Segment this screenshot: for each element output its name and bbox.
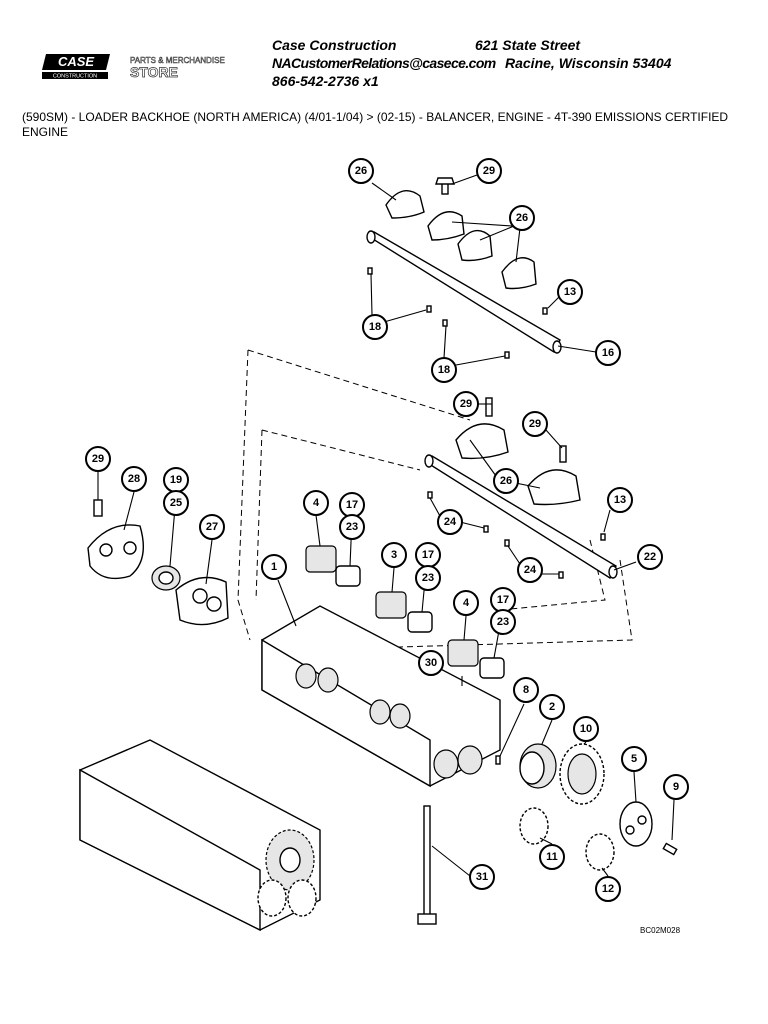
callout-28: 28 — [121, 466, 147, 492]
drawing-code: BC02M028 — [640, 926, 681, 935]
callout-13: 13 — [607, 487, 633, 513]
callout-26: 26 — [509, 205, 535, 231]
svg-text:5: 5 — [631, 753, 637, 765]
svg-text:17: 17 — [346, 499, 358, 511]
callout-29: 29 — [453, 391, 479, 417]
svg-text:9: 9 — [673, 781, 679, 793]
svg-text:29: 29 — [92, 453, 104, 465]
callout-29: 29 — [476, 158, 502, 184]
company-phone: 866-542-2736 x1 — [272, 73, 379, 89]
callout-25: 25 — [163, 490, 189, 516]
svg-text:4: 4 — [463, 597, 470, 609]
callout-17: 17 — [339, 492, 365, 518]
callout-18: 18 — [431, 357, 457, 383]
company-street: 621 State Street — [475, 37, 581, 53]
svg-text:18: 18 — [369, 321, 381, 333]
callout-11: 11 — [539, 844, 565, 870]
svg-text:19: 19 — [170, 474, 182, 486]
leader-lines — [97, 174, 675, 877]
callout-8: 8 — [513, 677, 539, 703]
callout-12: 12 — [595, 876, 621, 902]
svg-text:29: 29 — [529, 418, 541, 430]
callout-23: 23 — [339, 514, 365, 540]
svg-text:27: 27 — [206, 521, 218, 533]
breadcrumb: (590SM) - LOADER BACKHOE (NORTH AMERICA)… — [22, 110, 729, 139]
callout-1: 1 — [261, 554, 287, 580]
callout-2: 2 — [539, 694, 565, 720]
svg-text:24: 24 — [444, 516, 457, 528]
svg-text:4: 4 — [313, 497, 320, 509]
side-plates — [87, 499, 229, 626]
lower-balancer-shaft — [424, 397, 618, 580]
callout-24: 24 — [517, 557, 543, 583]
callout-22: 22 — [637, 544, 663, 570]
svg-text:28: 28 — [128, 473, 140, 485]
svg-text:23: 23 — [497, 616, 509, 628]
svg-text:8: 8 — [523, 684, 529, 696]
parts-merchandise-store-logo: PARTS & MERCHANDISE STORE — [130, 56, 225, 80]
callout-17: 17 — [490, 587, 516, 613]
callout-29: 29 — [85, 446, 111, 472]
svg-text:18: 18 — [438, 364, 450, 376]
callout-18: 18 — [362, 314, 388, 340]
svg-text:1: 1 — [271, 561, 277, 573]
callout-26: 26 — [348, 158, 374, 184]
callout-9: 9 — [663, 774, 689, 800]
svg-text:24: 24 — [524, 564, 537, 576]
callout-4: 4 — [303, 490, 329, 516]
callout-29: 29 — [522, 411, 548, 437]
callout-27: 27 — [199, 514, 225, 540]
callout-19: 19 — [163, 467, 189, 493]
callout-16: 16 — [595, 340, 621, 366]
bearings — [305, 545, 505, 679]
svg-text:23: 23 — [422, 572, 434, 584]
svg-text:17: 17 — [497, 594, 509, 606]
svg-text:11: 11 — [546, 851, 558, 863]
callout-24: 24 — [437, 509, 463, 535]
company-city: Racine, Wisconsin 53404 — [505, 55, 672, 71]
gears — [519, 743, 678, 871]
callout-26: 26 — [493, 468, 519, 494]
svg-text:13: 13 — [564, 286, 576, 298]
callout-23: 23 — [490, 609, 516, 635]
svg-text:3: 3 — [391, 549, 397, 561]
company-name: Case Construction — [272, 37, 397, 53]
svg-text:26: 26 — [500, 475, 512, 487]
svg-text:17: 17 — [422, 549, 434, 561]
svg-text:26: 26 — [516, 212, 528, 224]
svg-text:22: 22 — [644, 551, 656, 563]
svg-text:29: 29 — [460, 398, 472, 410]
svg-text:25: 25 — [170, 497, 182, 509]
upper-balancer-shaft — [366, 177, 562, 354]
balancer-housing — [261, 605, 501, 788]
svg-text:26: 26 — [355, 165, 367, 177]
company-email[interactable]: NACustomerRelations@casece.com — [272, 55, 496, 71]
callout-31: 31 — [469, 864, 495, 890]
svg-text:23: 23 — [346, 521, 358, 533]
callout-10: 10 — [573, 716, 599, 742]
callout-4: 4 — [453, 590, 479, 616]
logo-subtext: CONSTRUCTION — [53, 74, 97, 80]
svg-text:30: 30 — [425, 657, 437, 669]
long-bolt — [417, 805, 437, 925]
svg-text:13: 13 — [614, 494, 626, 506]
svg-text:16: 16 — [602, 347, 614, 359]
callout-3: 3 — [381, 542, 407, 568]
callout-13: 13 — [557, 279, 583, 305]
logo-text: CASE — [58, 54, 94, 69]
svg-text:12: 12 — [602, 883, 614, 895]
svg-text:2: 2 — [549, 701, 555, 713]
assembled-balancer — [79, 739, 321, 932]
callout-30: 30 — [418, 650, 444, 676]
store-line2: STORE — [130, 64, 178, 80]
callout-23: 23 — [415, 565, 441, 591]
callout-17: 17 — [415, 542, 441, 568]
callout-5: 5 — [621, 746, 647, 772]
case-construction-logo: CASE CONSTRUCTION — [42, 54, 110, 80]
svg-text:29: 29 — [483, 165, 495, 177]
svg-text:10: 10 — [580, 723, 592, 735]
store-line1: PARTS & MERCHANDISE — [130, 56, 225, 65]
svg-text:31: 31 — [476, 871, 488, 883]
